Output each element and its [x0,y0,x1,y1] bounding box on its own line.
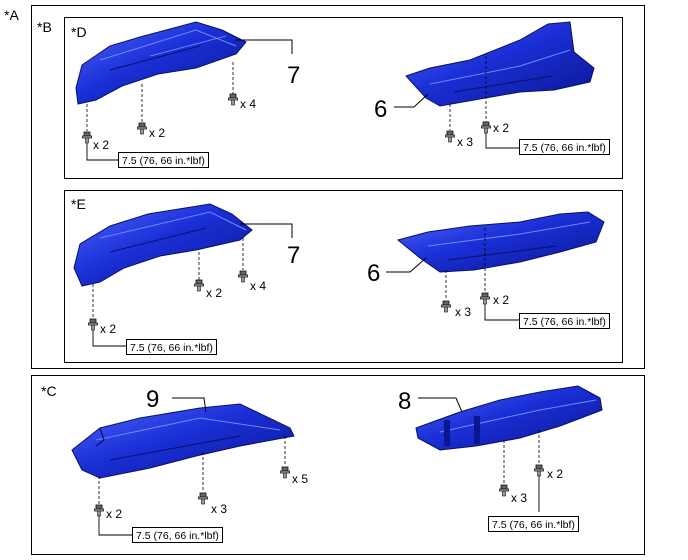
qty-label: x 3 [511,491,528,505]
torque-spec-box: 7.5 (76, 66 in.*lbf) [519,313,610,329]
part-number-7-e: 7 [287,242,301,269]
qty-label: x 2 [93,138,110,152]
leader-6-e [386,257,427,273]
part-number-7-d: 7 [287,62,301,89]
bolt-icon [228,93,238,106]
bolt-icon [445,130,455,143]
bolt-icon [194,279,204,292]
undercover-6-e [396,211,605,273]
undercover-7-e [73,203,253,287]
label-b: *B [37,19,52,35]
bolt-icon [480,292,490,305]
undercover-8 [415,385,603,451]
bolt-icon [198,492,208,505]
qty-label: x 2 [106,507,123,521]
bolt-icon [137,122,147,135]
part-number-8: 8 [398,388,412,415]
leader-9 [172,397,207,413]
qty-label: x 2 [493,293,510,307]
qty-label: x 3 [211,502,228,516]
frame-c [31,375,645,555]
undercover-7-d [75,21,247,105]
undercover-6-d [405,21,595,107]
leader-7-e [240,223,293,238]
bolt-icon [481,121,491,134]
frame-e [64,190,623,363]
part-number-6-d: 6 [374,96,388,123]
part-number-6-e: 6 [367,260,381,287]
qty-label: x 2 [100,322,117,336]
qty-label: x 2 [493,121,510,135]
label-a: *A [4,7,19,23]
qty-label: x 2 [206,286,223,300]
torque-spec-box: 7.5 (76, 66 in.*lbf) [126,339,217,355]
bolt-icon [280,466,290,479]
qty-label: x 5 [292,472,309,486]
bolt-icon [94,504,104,517]
qty-label: x 3 [455,305,472,319]
torque-spec-box: 7.5 (76, 66 in.*lbf) [488,516,579,532]
leader-6-d [394,93,429,108]
part-number-9: 9 [146,386,160,413]
torque-spec-box: 7.5 (76, 66 in.*lbf) [519,139,610,155]
qty-label: x 2 [149,126,166,140]
undercover-9 [71,403,295,479]
torque-spec-box: 7.5 (76, 66 in.*lbf) [118,152,209,168]
qty-label: x 4 [250,279,267,293]
qty-label: x 3 [457,135,474,149]
leader-7-d [236,39,293,54]
qty-label: x 4 [240,97,257,111]
label-c: *C [41,383,57,399]
qty-label: x 2 [547,467,564,481]
bolt-icon [441,300,451,313]
label-e: *E [71,196,86,212]
bolt-icon [499,484,509,497]
frame-a [31,5,645,369]
bolt-icon [534,464,544,477]
bolt-icon [82,131,92,144]
leader-8 [418,397,463,413]
bolt-icon [88,318,98,331]
torque-spec-box: 7.5 (76, 66 in.*lbf) [132,527,223,543]
bolt-icon [238,270,248,283]
frame-d [64,17,623,179]
label-d: *D [71,24,87,40]
